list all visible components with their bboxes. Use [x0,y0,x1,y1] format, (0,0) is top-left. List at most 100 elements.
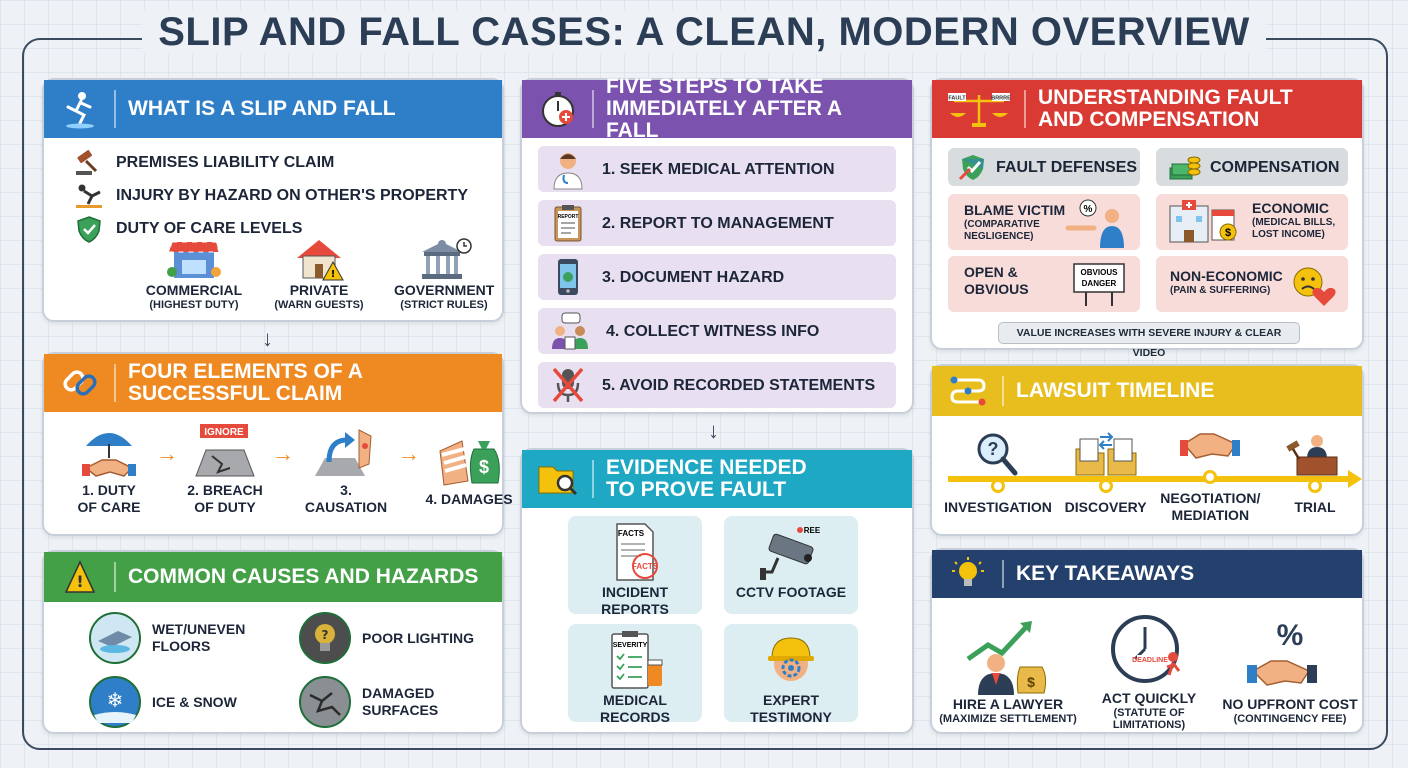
cause-line2: FLOORS [152,638,211,654]
timeline-stage: NEGOTIATION/ MEDIATION [1155,422,1265,524]
fault-title-line2: AND COMPENSATION [1038,108,1260,131]
falling-person-icon [74,182,104,210]
compensation-sub2: LOST INCOME) [1252,229,1325,240]
gavel-icon [74,149,104,177]
takeaway-sub: (MAXIMIZE SETTLEMENT) [939,713,1077,725]
arrow-right-icon: → [398,441,420,466]
cracked-surface-icon [298,675,352,729]
snowflake-icon: ❄ [88,675,142,729]
shield-icon [74,215,104,243]
stage-line1: TRIAL [1294,498,1336,515]
chain-link-icon [58,361,102,405]
timeline-node [991,478,1005,493]
duty-level-commercial: COMMERCIAL (HIGHEST DUTY) [144,236,244,311]
what-is-title: WHAT IS A SLIP AND FALL [128,97,396,120]
element-item: 1. DUTY OF CARE [66,422,152,516]
umbrella-handshake-icon [66,422,152,482]
lawyer-growth-icon: $ [938,614,1078,696]
arrow-right-icon: → [272,441,294,466]
svg-text:$: $ [1027,674,1035,690]
takeaways-title: KEY TAKEAWAYS [1016,562,1195,585]
flow-arrow-icon: ↓ [708,418,719,443]
government-building-icon [394,236,494,282]
five-steps-title-line2: IMMEDIATELY AFTER A FALL [605,97,842,142]
page-title-wrap: SLIP AND FALL CASES: A CLEAN, MODERN OVE… [0,10,1408,55]
stage-line1: NEGOTIATION/ [1160,490,1261,506]
step-item: 5. AVOID RECORDED STATEMENTS [538,362,896,408]
element-line1: 3. CAUSATION [304,482,388,515]
stage-line1: DISCOVERY [1064,498,1147,515]
five-steps-title-line1: FIVE STEPS TO TAKE [605,75,824,98]
element-item: IGNORE 2. BREACH OF DUTY [182,422,268,516]
takeaway-line1: HIRE A LAWYER [952,696,1064,712]
compensation-footer-note: VALUE INCREASES WITH SEVERE INJURY & CLE… [998,322,1300,359]
house-icon: ! [274,236,364,282]
sad-face-heart-icon [1288,264,1338,308]
cause-item: DAMAGED SURFACES [298,674,478,730]
what-is-card: WHAT IS A SLIP AND FALL PREMISES LIABILI… [42,78,504,322]
steps-list: 1. SEEK MEDICAL ATTENTION REPORT 2. REPO… [522,138,912,408]
causes-title: COMMON CAUSES AND HAZARDS [128,565,479,588]
folder-magnifier-icon [536,457,580,501]
list-item-text: PREMISES LIABILITY CLAIM [116,154,335,171]
step-item: 3. DOCUMENT HAZARD [538,254,896,300]
step-item: 1. SEEK MEDICAL ATTENTION [538,146,896,192]
deadline-text: DEADLINE [1132,657,1168,664]
svg-text:?: ? [988,439,999,459]
causation-arrow-icon [298,422,394,482]
element-item: 3. CAUSATION [298,422,394,516]
timeline-path-icon [946,369,990,413]
compensation-item: NON-ECONOMIC (PAIN & SUFFERING) [1156,256,1348,312]
cracked-floor-icon: IGNORE [182,422,268,482]
hardhat-expert-icon [724,630,858,692]
shield-check-icon [958,153,988,181]
svg-text:$: $ [1225,227,1231,239]
defense-item: BLAME VICTIM (COMPARATIVE NEGLIGENCE) % [948,194,1140,250]
takeaway-line1: NO UPFRONT COST [1222,696,1358,712]
causes-card: ! COMMON CAUSES AND HAZARDS WET/UNEVEN F… [42,550,504,734]
duty-level-sub: (WARN GUESTS) [274,299,364,311]
compensation-item: $ ECONOMIC (MEDICAL BILLS, LOST INCOME) [1156,194,1348,250]
compensation-title: ECONOMIC [1252,200,1329,216]
evidence-item: EXPERT TESTIMONY [724,624,858,725]
cause-line1: DAMAGED [362,685,435,701]
list-item-text: DUTY OF CARE LEVELS [116,220,303,237]
evidence-item: REE CCTV FOOTAGE [724,516,858,614]
duty-level-sub: (STRICT RULES) [400,299,488,311]
svg-text:$: $ [479,457,489,477]
timeline-stages: ? INVESTIGATION DISCOVERY NEGOTIATION/ M… [940,422,1358,524]
step-item: REPORT 2. REPORT TO MANAGEMENT [538,200,896,246]
blame-percent-text: % [1084,204,1093,215]
severity-text: SEVERITY [613,642,648,649]
slip-person-icon [58,87,102,131]
timeline-track [948,476,1352,482]
takeaways-header: KEY TAKEAWAYS [932,550,1362,598]
evidence-label: CCTV FOOTAGE [735,584,847,600]
doctor-icon [550,149,586,190]
document-exchange-icon [1063,431,1149,477]
defense-title: BLAME VICTIM [964,202,1066,218]
cause-line1: WET/UNEVEN [152,621,246,637]
defense-sub1: (COMPARATIVE [964,219,1040,230]
element-line1: 2. BREACH [187,482,263,498]
causes-grid: WET/UNEVEN FLOORS ? POOR LIGHTING ❄ ICE … [88,610,478,730]
ignore-tag: IGNORE [204,427,244,438]
svg-text:?: ? [322,628,329,642]
stage-line2: MEDIATION [1171,507,1250,523]
takeaway-line1: ACT QUICKLY [1101,690,1197,706]
takeaway-item: $ HIRE A LAWYER (MAXIMIZE SETTLEMENT) [938,614,1078,725]
compensation-sub1: (MEDICAL BILLS, [1252,217,1336,228]
step-item: 4. COLLECT WITNESS INFO [538,308,896,354]
arrow-right-icon: → [156,441,178,466]
defense-title: OPEN & [964,264,1018,280]
sign-line2: DANGER [1082,279,1117,288]
duty-level-label: COMMERCIAL [145,282,243,298]
phone-camera-icon [550,257,586,297]
timeline-card: LAWSUIT TIMELINE ? INVESTIGATION DISCOVE… [930,364,1364,536]
evidence-label: MEDICAL RECORDS [599,692,670,725]
